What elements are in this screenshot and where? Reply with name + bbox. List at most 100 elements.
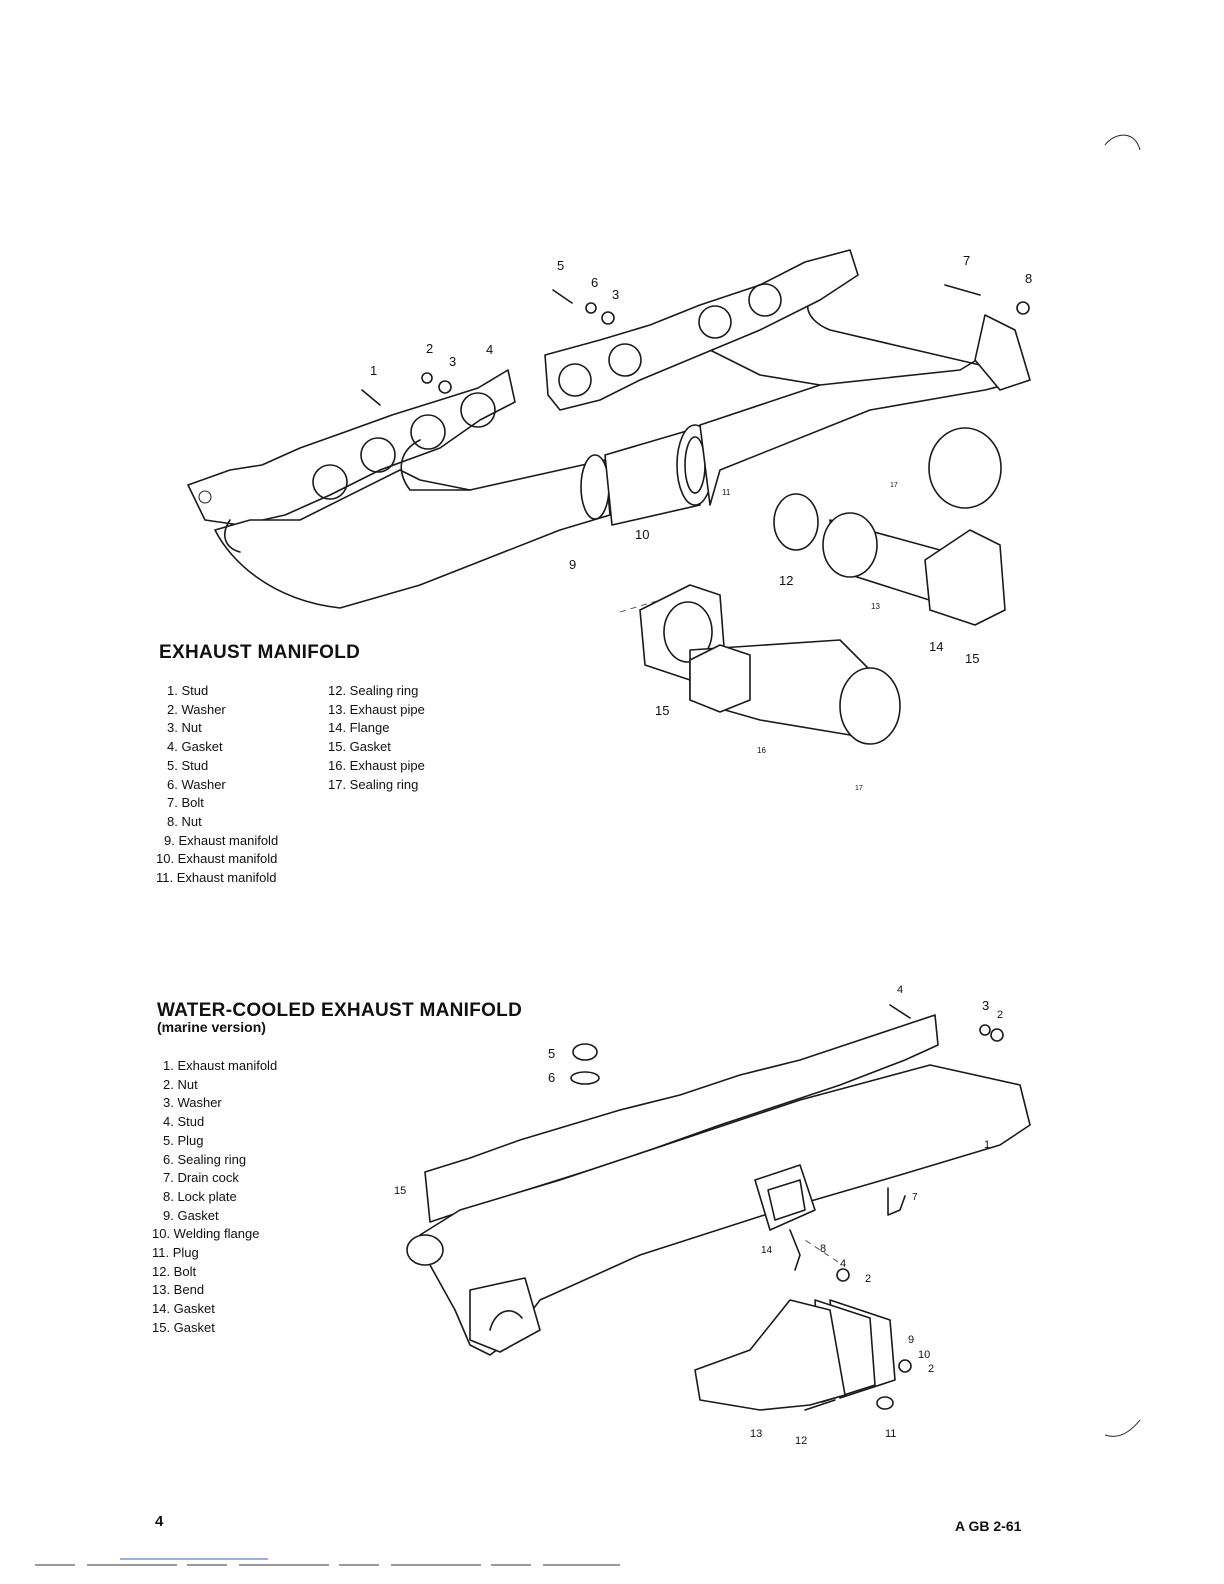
legend-item: 17. Sealing ring bbox=[328, 776, 419, 792]
callout: 8 bbox=[1025, 271, 1032, 286]
manifold-10 bbox=[604, 429, 701, 526]
section-title-exhaust-manifold: EXHAUST MANIFOLD bbox=[159, 642, 361, 663]
legend-item: 3. Nut bbox=[167, 720, 202, 736]
callout: 5 bbox=[548, 1046, 555, 1061]
callouts-top: 1 2 3 4 5 6 3 7 8 9 10 11 12 13 14 15 15… bbox=[370, 253, 1032, 792]
callout: 3 bbox=[449, 354, 456, 369]
legend-item: 13. Exhaust pipe bbox=[328, 701, 425, 717]
callout: 13 bbox=[750, 1428, 762, 1440]
legend-item: 12. Bolt bbox=[152, 1263, 197, 1279]
nut-3b bbox=[601, 311, 615, 325]
legend-item: 13. Bend bbox=[152, 1282, 205, 1298]
sealing-ring-12 bbox=[773, 493, 819, 551]
callout: 9 bbox=[908, 1334, 914, 1346]
sealing-ring-17 bbox=[928, 427, 1002, 509]
nut-3 bbox=[438, 380, 452, 394]
bolt-12 bbox=[804, 1399, 836, 1411]
page-number: 4 bbox=[155, 1513, 164, 1530]
legend-water-cooled: 1. Exhaust manifold 2. Nut 3. Washer 4. … bbox=[152, 1057, 277, 1338]
callout: 6 bbox=[591, 275, 598, 290]
legend-item: 2. Nut bbox=[163, 1076, 198, 1092]
legend-item: 5. Plug bbox=[163, 1132, 204, 1148]
callout: 16 bbox=[757, 746, 766, 755]
callout: 13 bbox=[871, 602, 880, 611]
legend-item: 1. Exhaust manifold bbox=[163, 1058, 278, 1073]
legend-item: 4. Stud bbox=[163, 1114, 205, 1130]
legend-item: 11. Exhaust manifold bbox=[156, 870, 277, 886]
sealing-ring-6 bbox=[570, 1071, 600, 1085]
callout: 10 bbox=[918, 1349, 930, 1361]
section-subtitle-marine: (marine version) bbox=[157, 1019, 266, 1035]
washer-6 bbox=[585, 302, 597, 314]
legend-item: 3. Washer bbox=[163, 1095, 222, 1111]
callout: 11 bbox=[722, 488, 731, 497]
callouts-bottom: 4 3 2 5 6 1 15 7 14 8 4 2 9 10 2 13 12 1… bbox=[394, 984, 1003, 1447]
exhaust-manifold-drawing bbox=[187, 249, 1031, 745]
legend-item: 15. Gasket bbox=[152, 1319, 215, 1335]
legend-item: 16. Exhaust pipe bbox=[328, 757, 425, 773]
legend-item: 1. Stud bbox=[167, 683, 209, 698]
callout: 15 bbox=[655, 703, 669, 718]
nut-2c-marine bbox=[898, 1359, 912, 1373]
callout: 4 bbox=[486, 342, 493, 357]
legend-exhaust-col1: 1. Stud 2. Washer 3. Nut 4. Gasket 5. St… bbox=[156, 682, 278, 888]
stud-1 bbox=[361, 389, 381, 406]
legend-item: 10. Exhaust manifold bbox=[156, 851, 278, 867]
callout: 5 bbox=[557, 258, 564, 273]
legend-item: 6. Sealing ring bbox=[163, 1151, 247, 1167]
washer-3-marine bbox=[979, 1024, 991, 1036]
flange-14 bbox=[924, 529, 1006, 626]
legend-item: 7. Bolt bbox=[167, 795, 204, 811]
callout: 2 bbox=[426, 341, 433, 356]
callout: 3 bbox=[982, 998, 989, 1013]
callout: 14 bbox=[761, 1245, 773, 1256]
legend-exhaust-col2: 12. Sealing ring 13. Exhaust pipe 14. Fl… bbox=[328, 682, 425, 794]
callout: 15 bbox=[394, 1185, 406, 1197]
document-reference: A GB 2-61 bbox=[955, 1518, 1022, 1534]
callout: 2 bbox=[997, 1009, 1003, 1021]
legend-item: 11. Plug bbox=[152, 1245, 199, 1261]
manifold-9 bbox=[214, 459, 611, 609]
legend-item: 6. Washer bbox=[167, 776, 226, 792]
stud-5 bbox=[552, 289, 573, 304]
callout: 11 bbox=[885, 1428, 896, 1440]
callout: 12 bbox=[795, 1435, 807, 1447]
manifold-1-marine bbox=[419, 1064, 1031, 1356]
legend-item: 15. Gasket bbox=[328, 739, 391, 755]
legend-item: 14. Gasket bbox=[152, 1301, 215, 1317]
legend-item: 8. Nut bbox=[167, 813, 202, 829]
callout: 17 bbox=[855, 785, 863, 792]
legend-item: 4. Gasket bbox=[167, 739, 223, 755]
legend-item: 8. Lock plate bbox=[163, 1188, 237, 1204]
callout: 2 bbox=[865, 1273, 871, 1285]
legend-item: 2. Washer bbox=[167, 701, 226, 717]
stud-4-marine bbox=[889, 1004, 911, 1019]
plug-5 bbox=[572, 1043, 598, 1061]
callout: 4 bbox=[840, 1258, 846, 1270]
bend-13 bbox=[694, 1299, 846, 1411]
callout: 7 bbox=[963, 253, 970, 268]
callout: 8 bbox=[820, 1243, 826, 1255]
callout: 1 bbox=[370, 363, 377, 378]
nut-8 bbox=[1016, 301, 1030, 315]
end-flange-marine bbox=[469, 1277, 541, 1353]
legend-item: 14. Flange bbox=[328, 720, 390, 736]
washer-2 bbox=[421, 372, 433, 384]
legend-item: 12. Sealing ring bbox=[328, 683, 419, 698]
nut-2b-marine bbox=[836, 1268, 850, 1282]
legend-item: 10. Welding flange bbox=[152, 1226, 260, 1242]
callout: 7 bbox=[912, 1192, 918, 1203]
callout: 1 bbox=[984, 1139, 990, 1151]
outlet-flange-right bbox=[974, 314, 1031, 391]
manifold-9-flange bbox=[580, 454, 610, 520]
callout: 14 bbox=[929, 639, 943, 654]
water-cooled-manifold-drawing bbox=[406, 1004, 1031, 1411]
callout: 15 bbox=[965, 651, 979, 666]
legend-item: 7. Drain cock bbox=[163, 1170, 239, 1186]
scan-mark bbox=[1104, 134, 1141, 151]
callout: 4 bbox=[897, 984, 903, 996]
scan-mark bbox=[1104, 1419, 1141, 1437]
callout: 9 bbox=[569, 557, 576, 572]
plug-11 bbox=[876, 1396, 894, 1410]
